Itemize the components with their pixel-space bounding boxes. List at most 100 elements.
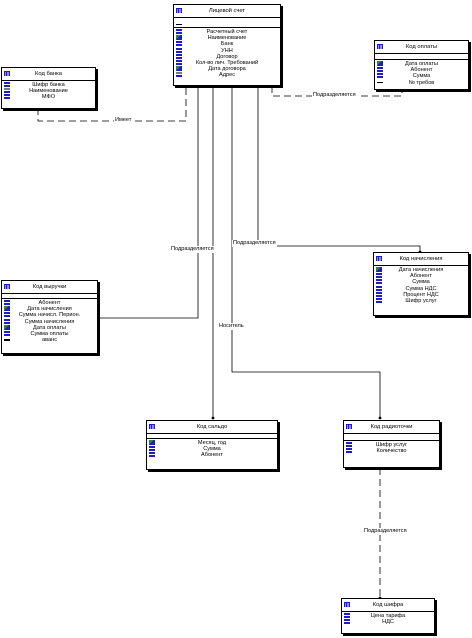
rel-line-subdivided-revenue [98,86,199,319]
entity-payment-code[interactable]: Код оплаты Дата оплаты Абонент Сумма № т… [374,40,469,90]
attribute-label: Расчетный счет [206,29,248,35]
entity-personal-account[interactable]: Лицевой счет Расчетный счет Наименование… [173,4,281,86]
attribute-row: Дата начисления [4,306,95,312]
attribute-label: Дата начисления [27,306,72,313]
attribute-label: НДС [382,619,394,626]
attribute-label: Месяц, год [197,440,227,446]
fk-icon [4,88,10,94]
attribute-label: Сумма оплаты [30,330,69,337]
attr-icon [4,318,10,324]
attr-icon [376,279,382,285]
attribute-list: Шифр услуг Количество [344,441,439,456]
key-icon [376,256,382,261]
attr-icon [376,291,382,297]
attribute-row: Шифр банка [4,82,93,88]
attr-icon [176,47,182,53]
rel-label-subdivided-accrual: Подразделяется [232,240,277,247]
entity-title: Код шифра [372,602,404,608]
entity-title: Код выручки [32,284,67,290]
attr-icon [176,59,182,65]
rel-line-subdivided-accrual [257,86,421,252]
attribute-label: Сумма [412,279,430,286]
attribute-list: Цена тарифа НДС [342,612,434,627]
attribute-label: Количество [376,448,407,455]
rel-label-subdivided-payment: Подразделяется [312,92,357,99]
attribute-label: Шифр услуг [375,442,408,448]
entity-header: Код шифра [342,599,434,612]
entity-bank-code[interactable]: Код банка Шифр банка Наименование МФО [1,67,96,109]
entity-radio-point-code[interactable]: Код радиоточки Шифр услуг Количество [343,420,440,468]
attribute-row: Сумма [377,73,466,79]
attribute-label: Процент НДС [403,291,439,298]
entity-header: Код банка [2,68,95,81]
attribute-row: Дата оплаты [377,61,466,67]
attribute-row: Дата начисления [376,267,466,273]
attribute-label: Дата начисления [398,267,444,273]
entity-balance-code[interactable]: Код сальдо Месяц, год Сумма Абонент [146,420,278,470]
attribute-label: Наименование [29,88,68,95]
attribute-label: МФО [41,94,56,101]
entity-title: Лицевой счет [208,8,246,14]
attribute-label: Абонент [38,300,61,306]
attribute-row: Сумма НДС [376,285,466,292]
entity-header: Код оплаты [375,41,468,54]
rel-line-radio-point [231,86,381,418]
attr-icon [346,448,352,454]
rel-line-has [37,86,187,122]
attr-icon [376,285,382,291]
rel-label-subdivided-cipher: Подразделяется [363,528,408,535]
key-icon [4,284,10,289]
entity-title: Код сальдо [196,424,228,430]
attribute-label: УНН [221,47,233,54]
attr-icon [176,53,182,59]
date-icon [4,324,10,330]
entity-accrual-code[interactable]: Код начисления Дата начисления Абонент С… [373,252,469,316]
attribute-label: Сумма начисл. Перион. [18,312,81,319]
attribute-row: Абонент [377,67,466,73]
attribute-label: Абонент [410,273,432,280]
attribute-list: Расчетный счет Наименование Банк УНН Дог… [174,28,280,81]
attribute-label: Сумма [203,446,221,453]
key-icon [176,8,182,13]
date-icon [176,35,182,41]
attr-icon [377,67,383,73]
attr-icon [4,94,10,100]
primary-key-section [344,434,439,441]
rel-line-subdivided-payment [271,86,403,97]
attribute-row: Процент НДС [376,291,466,298]
attribute-row: Сумма [376,279,466,285]
entity-revenue-code[interactable]: Код выручки Абонент Дата начисления Сумм… [1,280,98,354]
entity-header: Код сальдо [147,421,277,434]
entity-header: Лицевой счет [174,5,280,18]
attribute-label: Шифр услуг [405,297,437,304]
dash-icon [176,24,182,26]
attr-icon [344,619,350,625]
attr-icon [376,273,382,279]
attribute-row: Абонент [4,300,95,306]
date-icon [377,61,383,66]
attribute-row: Сумма [149,446,275,452]
attribute-label: аванс [41,337,58,344]
entity-title: Код банка [35,71,62,77]
attribute-label: Дата договора [208,66,246,73]
attribute-label: Сумма начисления [24,318,75,325]
entity-cipher-code[interactable]: Код шифра Цена тарифа НДС [341,598,435,634]
primary-key-section [147,434,277,439]
entity-title: Код начисления [399,256,443,262]
attr-icon [4,330,10,336]
attribute-list: Дата оплаты Абонент Сумма № требов [375,60,468,88]
attribute-row: УНН [176,47,278,54]
attribute-row: Наименование [176,35,278,41]
entity-header: Код радиоточки [344,421,439,434]
attr-icon [4,312,10,318]
entity-title: Код радиоточки [370,424,413,430]
attr-icon [4,300,10,305]
attribute-label: Банк [220,41,234,48]
attribute-list: Месяц, год Сумма Абонент [147,439,277,461]
attribute-label: Сумма [412,73,431,80]
attribute-label: Наименование [207,35,247,42]
key-icon [4,71,10,76]
attr-icon [4,82,10,87]
rel-label-subdivided-revenue: Подразделяется [170,246,215,253]
attribute-row: Кол-во лич. Требований [176,59,278,66]
